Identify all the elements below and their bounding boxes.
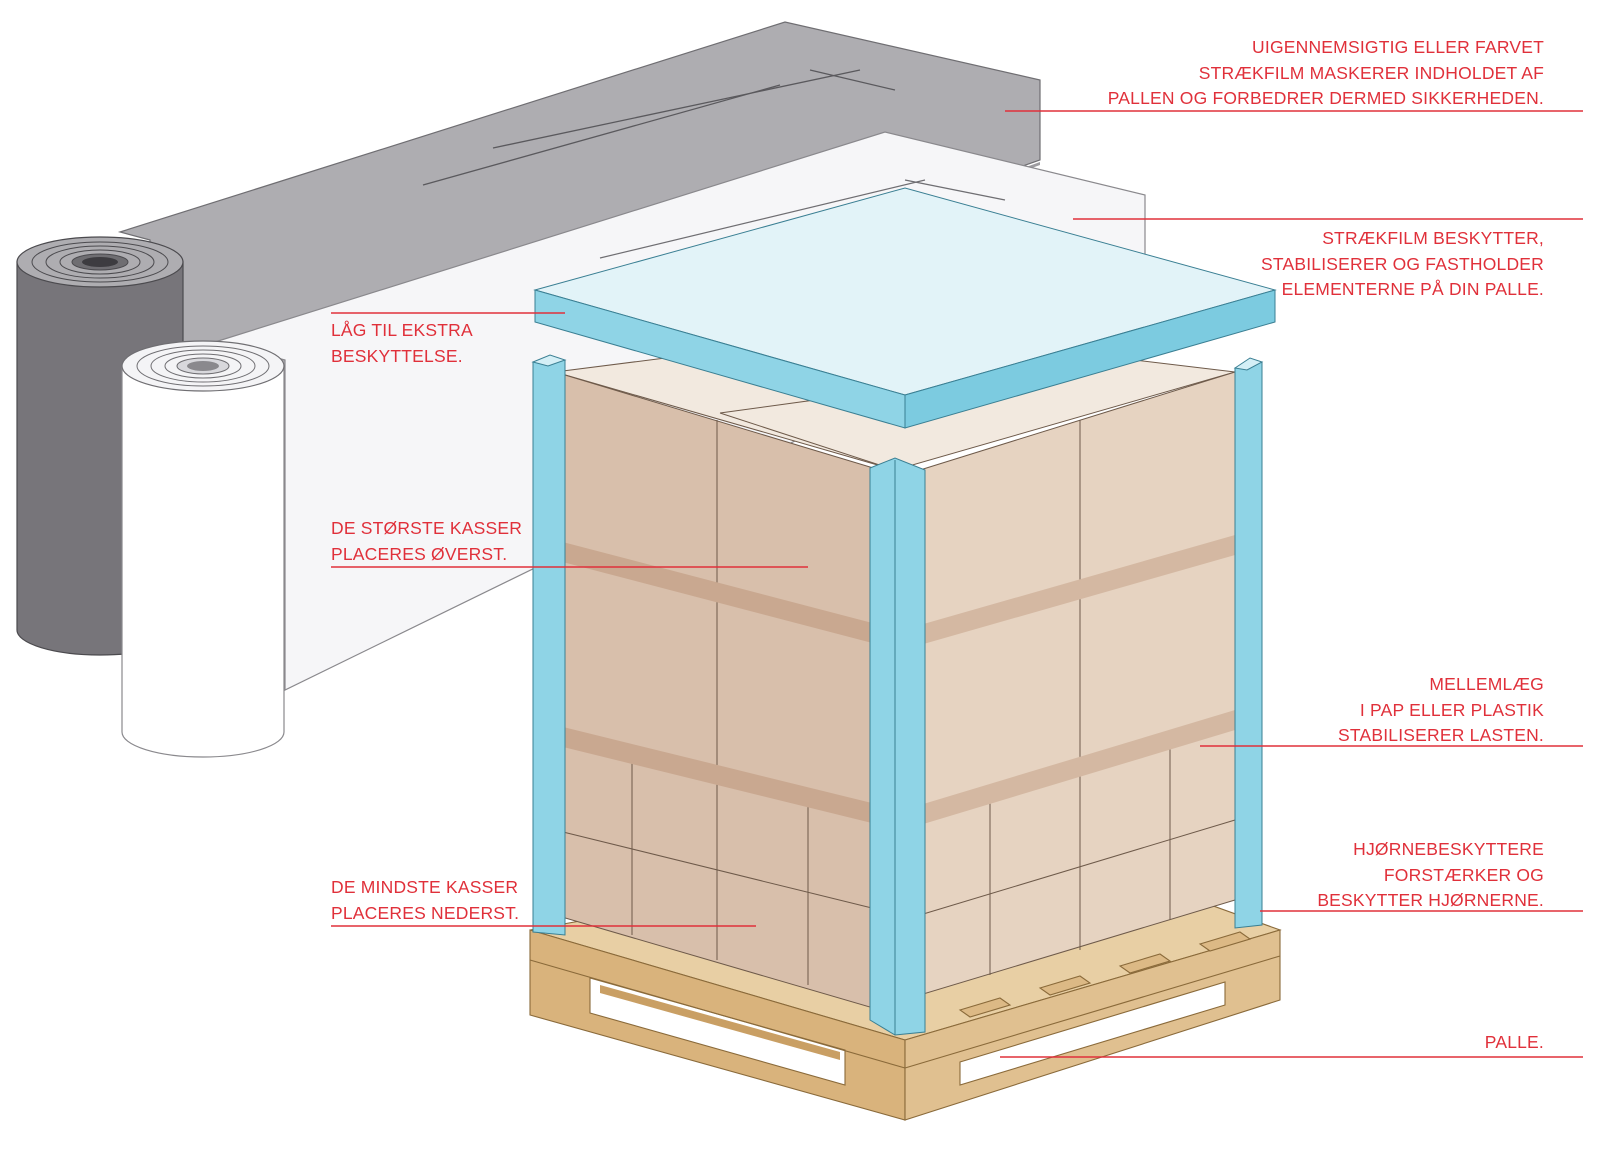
label-stretch-film: STRÆKFILM BESKYTTER, STABILISERER OG FAS… bbox=[1261, 226, 1544, 303]
label-lid: LÅG TIL EKSTRA BESKYTTELSE. bbox=[331, 318, 473, 369]
label-corner-protectors: HJØRNEBESKYTTERE FORSTÆRKER OG BESKYTTER… bbox=[1317, 837, 1544, 914]
lid bbox=[533, 187, 1277, 429]
label-line: MELLEMLÆG bbox=[1429, 674, 1544, 694]
label-line: PLACERES NEDERST. bbox=[331, 902, 520, 923]
label-line: PALLEN OG FORBEDRER DERMED SIKKERHEDEN. bbox=[1107, 88, 1544, 108]
label-line: UIGENNEMSIGTIG ELLER FARVET bbox=[1252, 37, 1544, 57]
label-line: BESKYTTER HJØRNERNE. bbox=[1317, 890, 1544, 910]
label-smallest-boxes: DE MINDSTE KASSER PLACERES NEDERST. bbox=[331, 875, 519, 926]
label-line: FORSTÆRKER OG bbox=[1383, 864, 1544, 885]
label-line: LÅG TIL EKSTRA bbox=[331, 320, 473, 340]
label-line: PLACERES ØVERST. bbox=[331, 543, 508, 564]
label-line: DE STØRSTE KASSER bbox=[331, 518, 523, 538]
corner-protectors bbox=[531, 354, 1264, 1036]
label-pallet: PALLE. bbox=[1485, 1030, 1544, 1056]
label-line: I PAP ELLER PLASTIK bbox=[1359, 699, 1544, 720]
label-largest-boxes: DE STØRSTE KASSER PLACERES ØVERST. bbox=[331, 516, 522, 567]
label-line: BESKYTTELSE. bbox=[331, 345, 463, 366]
label-line: STABILISERER LASTEN. bbox=[1338, 725, 1544, 745]
label-line: STABILISERER OG FASTHOLDER bbox=[1261, 253, 1544, 274]
label-line: DE MINDSTE KASSER bbox=[331, 877, 519, 897]
label-separator: MELLEMLÆG I PAP ELLER PLASTIK STABILISER… bbox=[1338, 672, 1544, 749]
label-opaque-film: UIGENNEMSIGTIG ELLER FARVET STRÆKFILM MA… bbox=[1108, 35, 1544, 112]
label-line: STRÆKFILM BESKYTTER, bbox=[1322, 228, 1544, 248]
leader-lines bbox=[331, 110, 1583, 1058]
white-film-roll bbox=[121, 340, 285, 758]
label-line: STRÆKFILM MASKERER INDHOLDET AF bbox=[1198, 62, 1544, 83]
label-line: PALLE. bbox=[1484, 1032, 1544, 1052]
label-line: ELEMENTERNE PÅ DIN PALLE. bbox=[1281, 279, 1544, 299]
label-line: HJØRNEBESKYTTERE bbox=[1353, 839, 1544, 859]
